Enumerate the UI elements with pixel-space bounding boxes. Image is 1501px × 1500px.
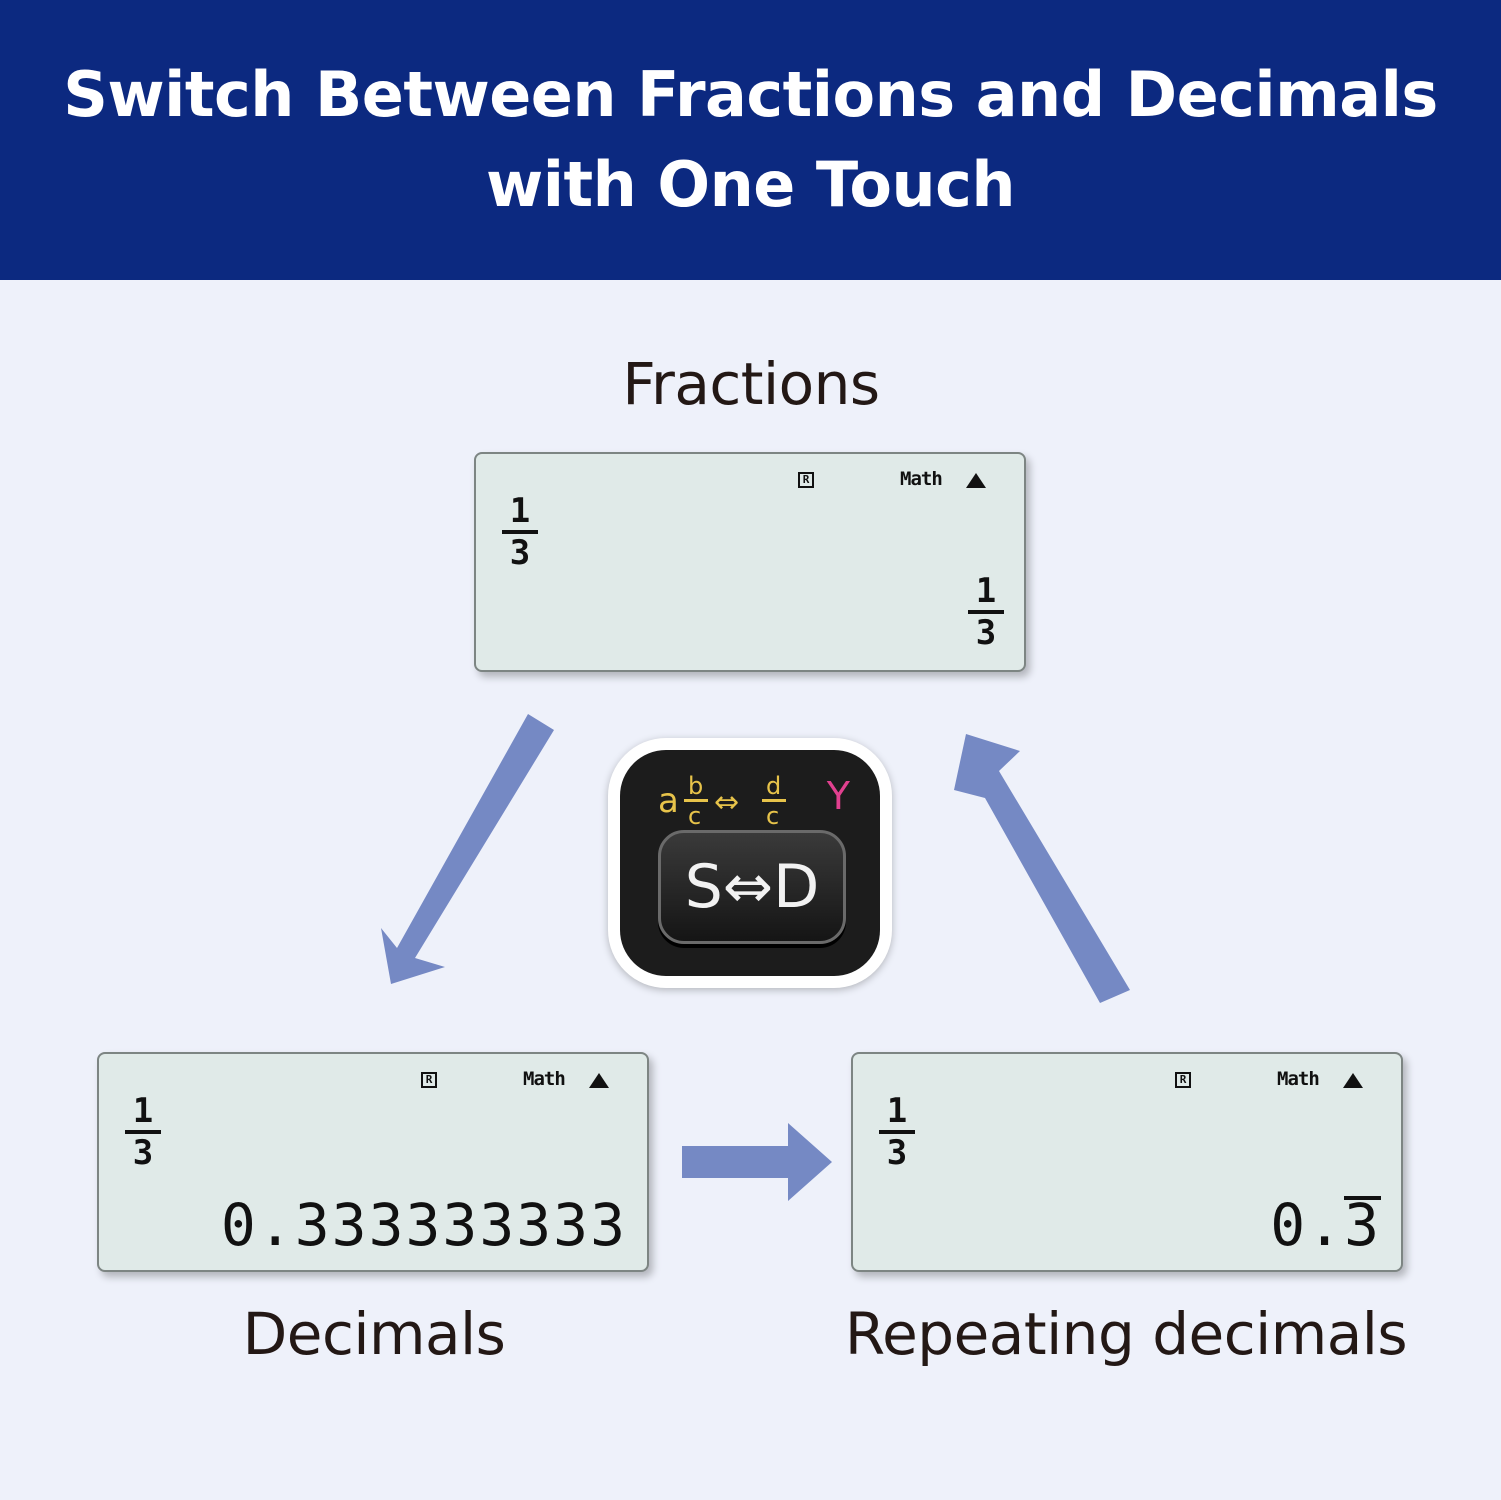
title-line-1: Switch Between Fractions and Decimals <box>63 58 1438 131</box>
arrow-repeating-to-fractions <box>954 734 1130 1003</box>
fraction-bar <box>502 530 538 534</box>
fraction-conversion-icon: a b c ⇔ d c <box>658 772 786 830</box>
input-fraction: 1 3 <box>125 1094 161 1170</box>
caption-repeating-decimals: Repeating decimals <box>844 1300 1408 1368</box>
key-body: a b c ⇔ d c Y S⇔D <box>620 750 880 976</box>
numerator: 1 <box>886 1091 908 1131</box>
denominator: 3 <box>886 1133 908 1173</box>
math-indicator: Math <box>900 468 943 490</box>
svg-text:a: a <box>658 781 679 821</box>
result-prefix: 0. <box>1270 1191 1345 1259</box>
denominator: 3 <box>132 1133 154 1173</box>
result-fraction: 1 3 <box>968 574 1004 650</box>
repeating-digit: 3 <box>1344 1191 1381 1259</box>
r-indicator: R <box>1175 1072 1191 1088</box>
arrow-fractions-to-decimals <box>381 714 554 984</box>
denominator: 3 <box>975 613 997 653</box>
s-d-button[interactable]: S⇔D <box>658 830 846 944</box>
up-triangle-icon <box>1343 1073 1363 1088</box>
lcd-fractions: R Math 1 3 1 3 <box>474 452 1026 672</box>
s-d-key-image: a b c ⇔ d c Y S⇔D <box>608 738 892 988</box>
alpha-label: Y <box>826 774 850 818</box>
numerator: 1 <box>132 1091 154 1131</box>
numerator: 1 <box>975 571 997 611</box>
fraction-bar <box>879 1130 915 1134</box>
fraction-bar <box>968 610 1004 614</box>
numerator: 1 <box>509 491 531 531</box>
arrow-decimals-to-repeating <box>682 1123 832 1201</box>
math-indicator: Math <box>1277 1068 1320 1090</box>
lcd-repeating-decimals: R Math 1 3 0.3 <box>851 1052 1403 1272</box>
r-indicator: R <box>421 1072 437 1088</box>
title-line-2: with One Touch <box>485 148 1016 221</box>
caption-decimals: Decimals <box>242 1300 506 1368</box>
input-fraction: 1 3 <box>879 1094 915 1170</box>
svg-text:⇔: ⇔ <box>714 785 739 820</box>
math-indicator: Math <box>523 1068 566 1090</box>
header-banner: Switch Between Fractions and Decimals wi… <box>0 0 1501 280</box>
r-indicator: R <box>798 472 814 488</box>
up-triangle-icon <box>966 473 986 488</box>
fraction-bar <box>125 1130 161 1134</box>
up-triangle-icon <box>589 1073 609 1088</box>
svg-text:c: c <box>766 802 779 828</box>
fraction-conversion-label: a b c ⇔ d c <box>658 768 818 837</box>
svg-text:c: c <box>688 802 701 828</box>
caption-fractions: Fractions <box>622 350 880 418</box>
svg-text:b: b <box>688 772 703 800</box>
input-fraction: 1 3 <box>502 494 538 570</box>
lcd-decimals: R Math 1 3 0.333333333 <box>97 1052 649 1272</box>
repeating-result: 0.3 <box>1270 1194 1381 1256</box>
decimal-result: 0.333333333 <box>220 1191 627 1259</box>
svg-text:d: d <box>766 772 781 800</box>
denominator: 3 <box>509 533 531 573</box>
